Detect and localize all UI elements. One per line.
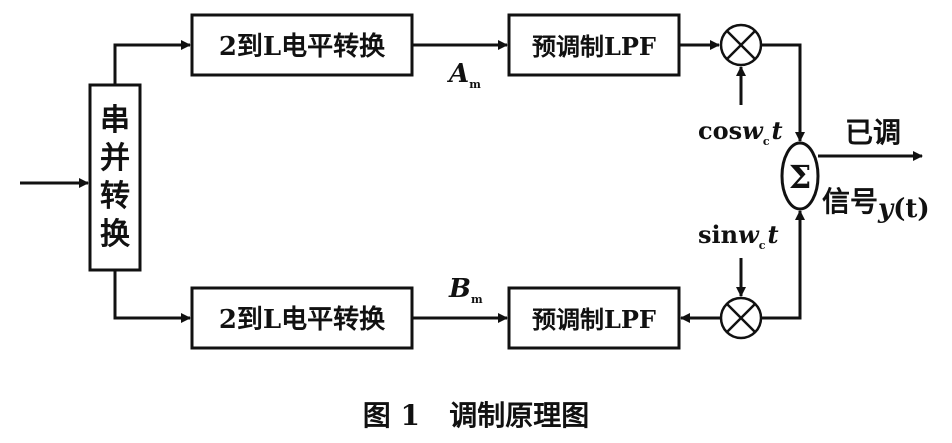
level-converter-bottom-label: 2到L电平转换: [219, 305, 386, 335]
output-label-line1: 已调: [845, 116, 901, 149]
level-converter-top-label: 2到L电平转换: [219, 32, 386, 62]
lpf-bottom: [507, 286, 681, 350]
mixer-top-to-sum-wire: [761, 43, 805, 142]
signal-a-label: Am: [446, 59, 481, 91]
lpf-top: [507, 13, 681, 77]
cos-carrier-label: coswct: [698, 116, 783, 148]
serial-parallel-char-4: 换: [100, 217, 131, 252]
signal-b-label: Bm: [448, 274, 483, 306]
mixer-bottom-cross-2: [726, 303, 756, 333]
lpf-top-label: 预调制LPF: [532, 32, 656, 61]
serial-parallel-char-1: 串: [100, 103, 130, 138]
summation-symbol: Σ: [789, 158, 812, 196]
mixer-bottom-to-sum-wire: [761, 210, 805, 320]
output-label-line2: 信号y(t): [822, 185, 930, 224]
level-converter-top: [190, 13, 414, 77]
upper-branch-wire: [113, 40, 191, 85]
sin-carrier-label: sinwct: [698, 220, 779, 252]
serial-parallel-char-3: 转: [100, 179, 130, 214]
figure-caption: 图 1 调制原理图: [363, 399, 589, 432]
mixer-top-cross-2: [726, 30, 756, 60]
summation-node: [780, 141, 820, 211]
lpf-bottom-label: 预调制LPF: [532, 305, 656, 334]
serial-parallel-char-2: 并: [100, 141, 130, 176]
lower-branch-wire: [113, 270, 191, 323]
